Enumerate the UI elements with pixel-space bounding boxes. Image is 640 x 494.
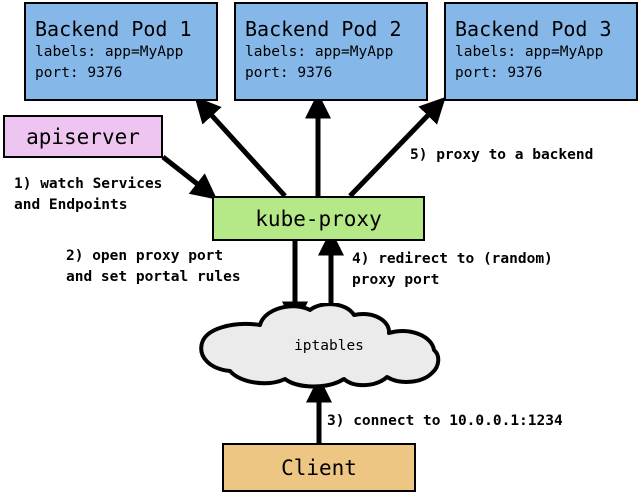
kube-proxy-box: kube-proxy <box>212 196 425 241</box>
iptables-cloud: iptables <box>188 302 464 389</box>
iptables-label: iptables <box>294 338 364 354</box>
apiserver-label: apiserver <box>26 124 140 149</box>
step-2-label: 2) open proxy port and set portal rules <box>66 248 241 285</box>
step-5-label: 5) proxy to a backend <box>410 147 594 163</box>
backend-pod-3-labels: labels: app=MyApp <box>455 44 604 60</box>
arrow-kubeproxy-to-pod-1 <box>194 96 287 198</box>
arrow-apiserver-to-kubeproxy <box>161 155 218 200</box>
backend-pod-3-title: Backend Pod 3 <box>455 17 612 41</box>
backend-pod-1-title: Backend Pod 1 <box>35 17 192 41</box>
backend-pod-1-box: Backend Pod 1 labels: app=MyApp port: 93… <box>24 2 218 101</box>
client-box: Client <box>222 443 416 492</box>
apiserver-box: apiserver <box>3 115 163 158</box>
step-1-label: 1) watch Services and Endpoints <box>14 176 163 213</box>
cloud-icon <box>199 302 441 389</box>
backend-pod-1-port: port: 9376 <box>35 65 123 81</box>
backend-pod-3-box: Backend Pod 3 labels: app=MyApp port: 93… <box>444 2 638 101</box>
backend-pod-2-labels: labels: app=MyApp <box>245 44 394 60</box>
backend-pod-1-labels: labels: app=MyApp <box>35 44 184 60</box>
backend-pod-2-port: port: 9376 <box>245 65 333 81</box>
step-3-label: 3) connect to 10.0.0.1:1234 <box>327 413 563 429</box>
backend-pod-2-box: Backend Pod 2 labels: app=MyApp port: 93… <box>234 2 428 101</box>
step-4-label: 4) redirect to (random) proxy port <box>352 251 553 288</box>
backend-pod-3-port: port: 9376 <box>455 65 543 81</box>
kube-proxy-label: kube-proxy <box>255 206 382 231</box>
client-label: Client <box>281 455 357 480</box>
backend-pod-2-title: Backend Pod 2 <box>245 17 402 41</box>
